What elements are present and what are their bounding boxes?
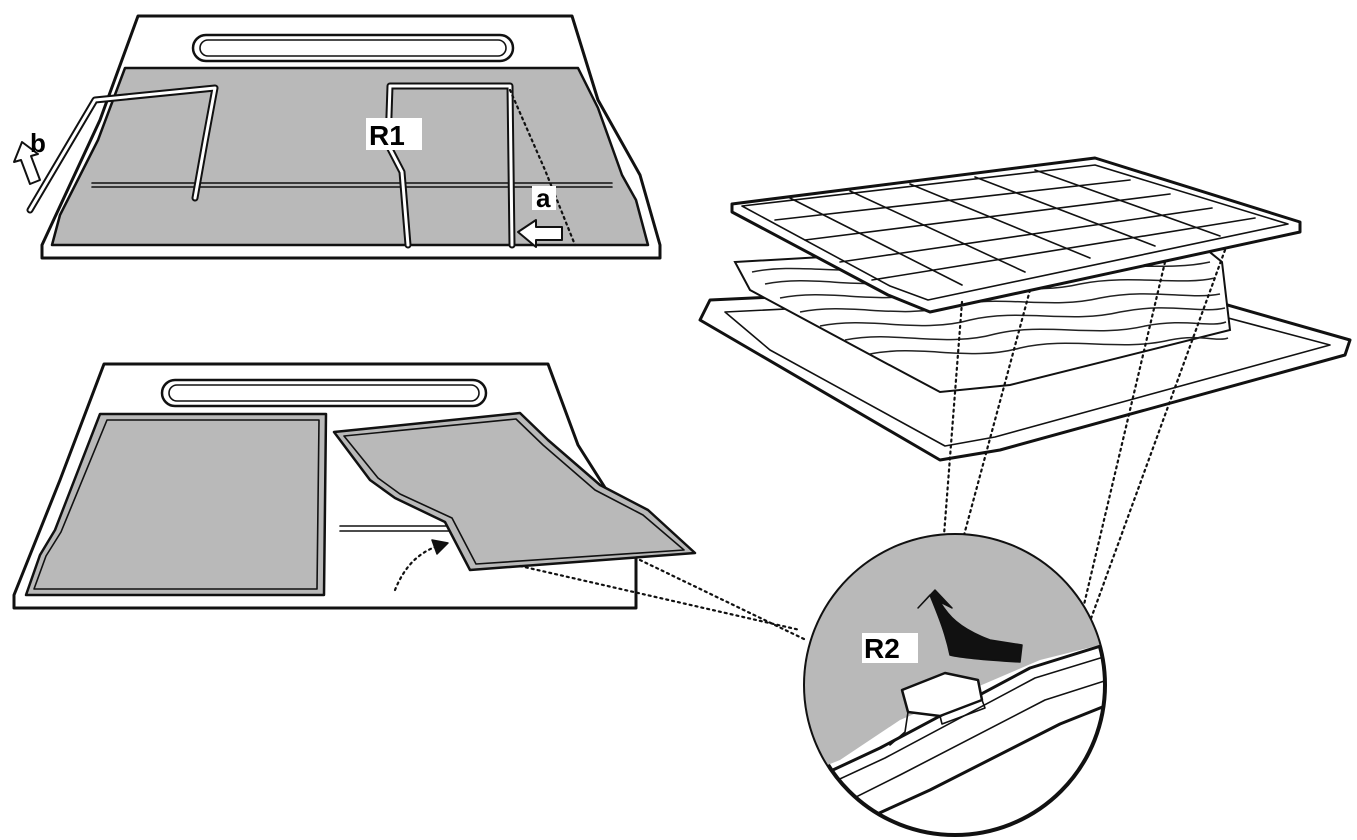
grey-filter-mesh-top	[50, 66, 650, 247]
motion-path-a	[508, 88, 577, 247]
filter-right-frame	[343, 418, 685, 565]
tray-handle-slot-top	[191, 33, 515, 63]
leader-line-3	[1076, 260, 1167, 632]
tray-handle-slot-bottom	[160, 378, 488, 408]
grid-cells	[774, 169, 1256, 286]
label-r1: R1	[369, 120, 405, 151]
tray-handle-slot-bottom-inner	[168, 384, 480, 402]
panel-bottom-left	[12, 362, 697, 610]
tray-handle-slot-top-inner	[199, 39, 507, 57]
arrow-a-icon	[517, 219, 563, 248]
arrow-b-icon	[13, 141, 41, 185]
panel-exploded-view	[518, 156, 1352, 642]
magnified-detail-circle: R2	[803, 533, 1107, 837]
grid-frame-cover	[730, 156, 1302, 314]
leader-line-6	[638, 558, 808, 642]
motion-path-lift	[393, 544, 440, 592]
filter-left-frame	[33, 419, 320, 590]
leader-line-4	[1083, 248, 1227, 637]
grid-frame-inner-edge	[741, 164, 1289, 301]
leader-line-5	[518, 564, 802, 632]
label-a: a	[536, 183, 551, 213]
grey-filter-right-lifted	[332, 411, 697, 572]
release-arrow-icon	[917, 589, 1023, 663]
leader-line-1	[941, 300, 964, 550]
lift-arrow-icon	[431, 539, 449, 555]
panel-top-left: R1 a b	[13, 14, 662, 260]
label-r2: R2	[864, 633, 900, 664]
leader-line-2	[958, 288, 1032, 552]
grey-filter-left-installed	[24, 412, 328, 597]
label-b: b	[30, 128, 46, 158]
